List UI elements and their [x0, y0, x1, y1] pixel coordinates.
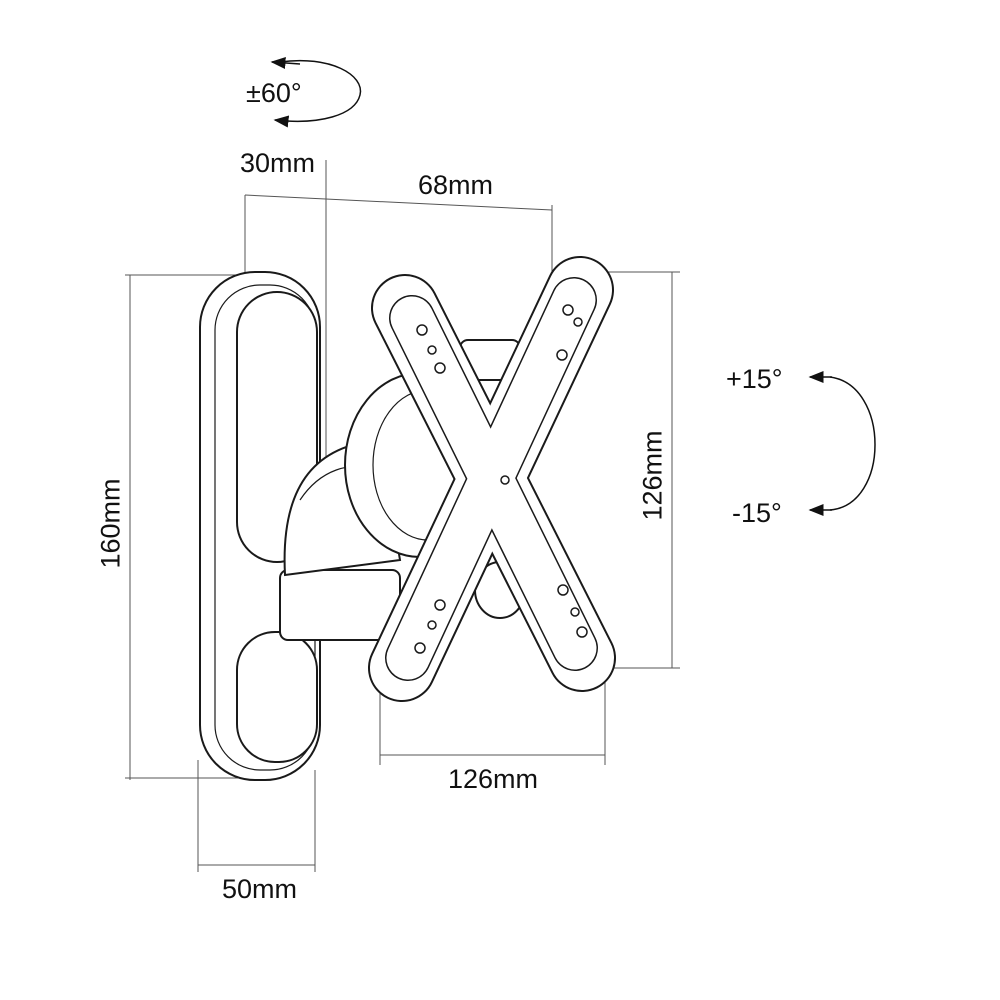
mounting-holes	[414, 304, 588, 654]
tilt-arrow-icon	[808, 371, 876, 516]
depth-dimension-label: 68mm	[418, 170, 494, 200]
wall-plate	[199, 271, 321, 781]
offset-dimension-label: 30mm	[240, 148, 316, 178]
vesa-plate	[368, 256, 616, 702]
swivel-arrow-icon	[270, 56, 362, 128]
vesa-width-dimension-label: 126mm	[448, 764, 539, 794]
swivel-angle-label: ±60°	[246, 78, 302, 108]
dimension-lines	[125, 160, 680, 872]
tilt-up-label: +15°	[726, 364, 783, 394]
plate-height-dimension-label: 160mm	[95, 478, 126, 569]
vesa-height-dimension-label: 126mm	[637, 430, 668, 521]
tilt-down-label: -15°	[732, 498, 782, 528]
plate-width-dimension-label: 50mm	[222, 874, 298, 904]
